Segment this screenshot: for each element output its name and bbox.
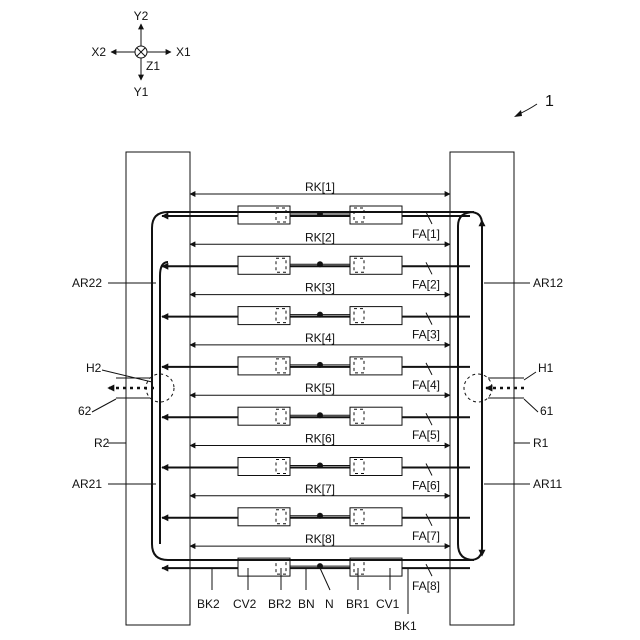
left-side-member (126, 152, 190, 625)
node-n (317, 261, 323, 267)
fa-leader (426, 564, 432, 576)
label-bn: BN (298, 597, 315, 611)
bus-bar-block-right (350, 307, 402, 325)
figure-reference: 1 (514, 93, 554, 117)
fa-leader (426, 464, 432, 476)
label-62: 62 (78, 404, 92, 418)
label-61: 61 (540, 404, 554, 418)
axis-label-y2: Y2 (134, 9, 149, 23)
node-n (317, 513, 323, 519)
fa-label: FA[7] (412, 529, 440, 543)
fa-label: FA[5] (412, 428, 440, 442)
label-bk2: BK2 (197, 597, 220, 611)
bus-bar-block-left (238, 407, 290, 425)
label-cv1: CV1 (376, 597, 400, 611)
node-n (317, 362, 323, 368)
rk-label: RK[6] (305, 432, 335, 446)
axis-label-x1: X1 (176, 45, 191, 59)
fa-leader (426, 514, 432, 526)
fa-leader (426, 212, 432, 224)
bus-bar-block-right (350, 407, 402, 425)
node-n (317, 312, 323, 318)
axis-label-z1: Z1 (146, 59, 160, 73)
fa-label: FA[6] (412, 479, 440, 493)
fa-label: FA[2] (412, 277, 440, 291)
label-h2: H2 (86, 361, 102, 375)
rk-label: RK[4] (305, 331, 335, 345)
label-r1: R1 (533, 436, 549, 450)
fa-label: FA[8] (412, 579, 440, 593)
rk-label: RK[1] (305, 180, 335, 194)
fa-label: FA[3] (412, 328, 440, 342)
axis-label-y1: Y1 (134, 85, 149, 99)
bus-bar-block-right (350, 256, 402, 274)
axes-indicator: Y2 Y1 X2 X1 Z1 (91, 9, 191, 99)
label-bk1: BK1 (394, 619, 417, 633)
bus-bar-block-left (238, 206, 290, 224)
bus-bar-block-left (238, 508, 290, 526)
rk-label: RK[3] (305, 281, 335, 295)
rk-label: RK[7] (305, 482, 335, 496)
inlet-h1: H1 61 (464, 361, 554, 418)
bus-bar-rows: RK[1] FA[1] RK[2] FA[2] RK[3] FA[3] RK[4] FA[4]… (162, 180, 470, 593)
inner-loop-right (458, 212, 474, 560)
label-ar11: AR11 (533, 477, 562, 491)
node-n (317, 463, 323, 469)
rk-label: RK[8] (305, 532, 335, 546)
bus-bar-block-right (350, 508, 402, 526)
rk-label: RK[5] (305, 381, 335, 395)
axis-label-x2: X2 (91, 45, 106, 59)
bottom-labels: BK2 CV2 BR2 BN N BR1 CV1 BK1 (197, 568, 417, 633)
bus-bar-block-left (238, 357, 290, 375)
label-ar21: AR21 (72, 477, 102, 491)
label-ar12: AR12 (533, 276, 563, 290)
bus-bar-block-left (238, 256, 290, 274)
bus-bar-block-right (350, 357, 402, 375)
bus-bar-block-left (238, 458, 290, 476)
fa-label: FA[4] (412, 378, 440, 392)
fa-label: FA[1] (412, 227, 440, 241)
label-h1: H1 (538, 361, 554, 375)
bus-bar-block-left (238, 307, 290, 325)
fa-leader (426, 363, 432, 375)
label-cv2: CV2 (233, 597, 257, 611)
label-ar22: AR22 (72, 276, 102, 290)
left-inner-return (160, 262, 168, 544)
label-n: N (325, 597, 334, 611)
label-r2: R2 (94, 436, 110, 450)
figure-number: 1 (545, 93, 554, 110)
bus-bar-block-right (350, 458, 402, 476)
fa-leader (426, 313, 432, 325)
node-n (317, 412, 323, 418)
fa-leader (426, 262, 432, 274)
rk-label: RK[2] (305, 230, 335, 244)
fa-leader (426, 413, 432, 425)
label-br2: BR2 (268, 597, 292, 611)
label-br1: BR1 (346, 597, 370, 611)
bus-bar-block-right (350, 206, 402, 224)
